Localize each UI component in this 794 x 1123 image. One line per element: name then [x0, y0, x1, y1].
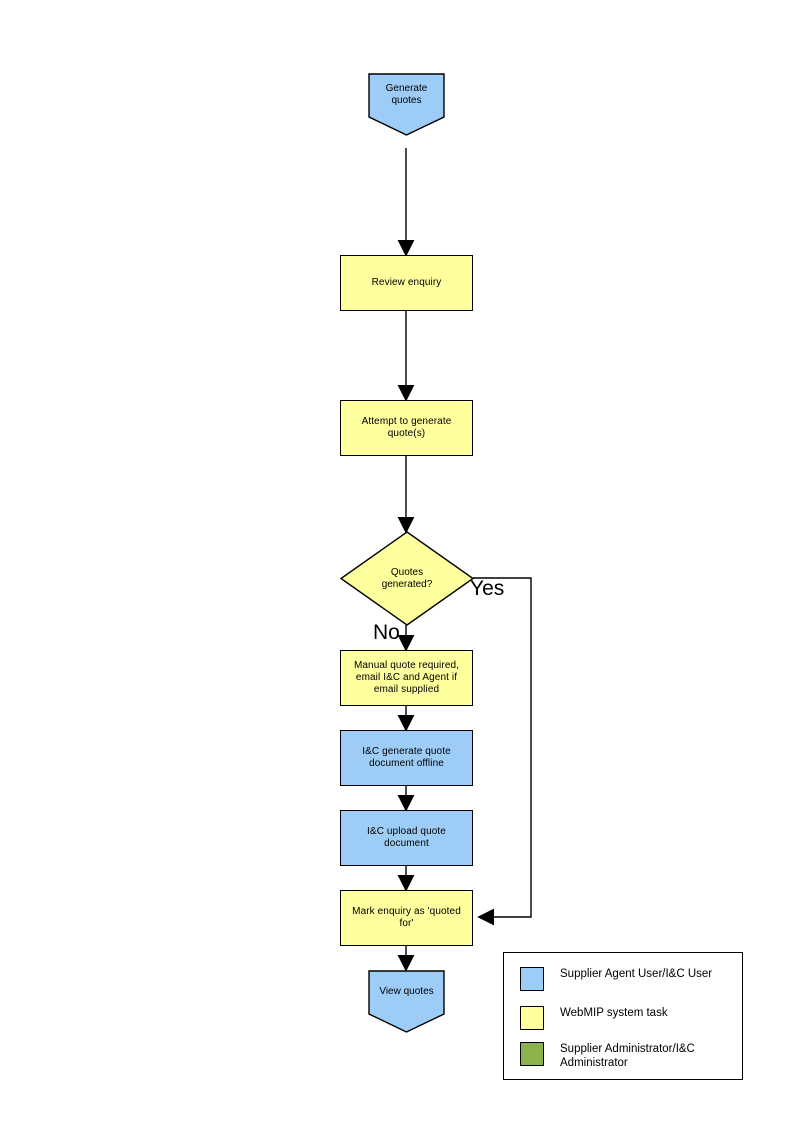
- branch-label-no: No: [373, 621, 400, 644]
- node-label-mark-enquiry-quoted-for: Mark enquiry as 'quoted for': [352, 906, 461, 929]
- legend-label-supplier-administrator: Supplier Administrator/I&C Administrator: [560, 1043, 695, 1069]
- node-view-quotes[interactable]: View quotes: [368, 970, 445, 1033]
- pentagon-shape-generate-quotes: [368, 73, 445, 136]
- legend-box: Supplier Agent User/I&C User WebMIP syst…: [503, 952, 743, 1080]
- node-manual-quote-required[interactable]: Manual quote required, email I&C and Age…: [340, 650, 473, 706]
- node-label-manual-quote-required: Manual quote required, email I&C and Age…: [353, 660, 460, 695]
- pentagon-shape-view-quotes: [368, 970, 445, 1033]
- node-attempt-generate-quotes[interactable]: Attempt to generate quote(s): [340, 400, 473, 456]
- legend-label-supplier-agent-user: Supplier Agent User/I&C User: [560, 968, 713, 980]
- node-ic-generate-quote-document[interactable]: I&C generate quote document offline: [340, 730, 473, 786]
- node-generate-quotes[interactable]: Generate quotes: [368, 73, 445, 136]
- legend-swatch-blue: [520, 967, 544, 991]
- node-label-ic-generate-quote-document: I&C generate quote document offline: [362, 746, 451, 769]
- legend-label-webmip-system-task: WebMIP system task: [560, 1007, 668, 1019]
- legend-item-supplier-administrator: Supplier Administrator/I&C Administrator: [520, 1042, 695, 1070]
- node-label-attempt-generate-quotes: Attempt to generate quote(s): [361, 416, 452, 439]
- connector-decision-yes-to-mark: [473, 577, 532, 926]
- node-label-review-enquiry: Review enquiry: [371, 277, 442, 288]
- node-label-ic-upload-quote-document: I&C upload quote document: [367, 826, 446, 849]
- node-mark-enquiry-quoted-for[interactable]: Mark enquiry as 'quoted for': [340, 890, 473, 946]
- legend-item-supplier-agent-user: Supplier Agent User/I&C User: [520, 967, 712, 991]
- node-ic-upload-quote-document[interactable]: I&C upload quote document: [340, 810, 473, 866]
- node-quotes-generated-decision[interactable]: Quotes generated?: [339, 531, 475, 626]
- legend-item-webmip-system-task: WebMIP system task: [520, 1006, 668, 1030]
- legend-swatch-green: [520, 1042, 544, 1066]
- legend-swatch-yellow: [520, 1006, 544, 1030]
- diamond-shape-quotes-generated: [339, 531, 475, 626]
- branch-label-yes: Yes: [470, 577, 505, 600]
- node-review-enquiry[interactable]: Review enquiry: [340, 255, 473, 311]
